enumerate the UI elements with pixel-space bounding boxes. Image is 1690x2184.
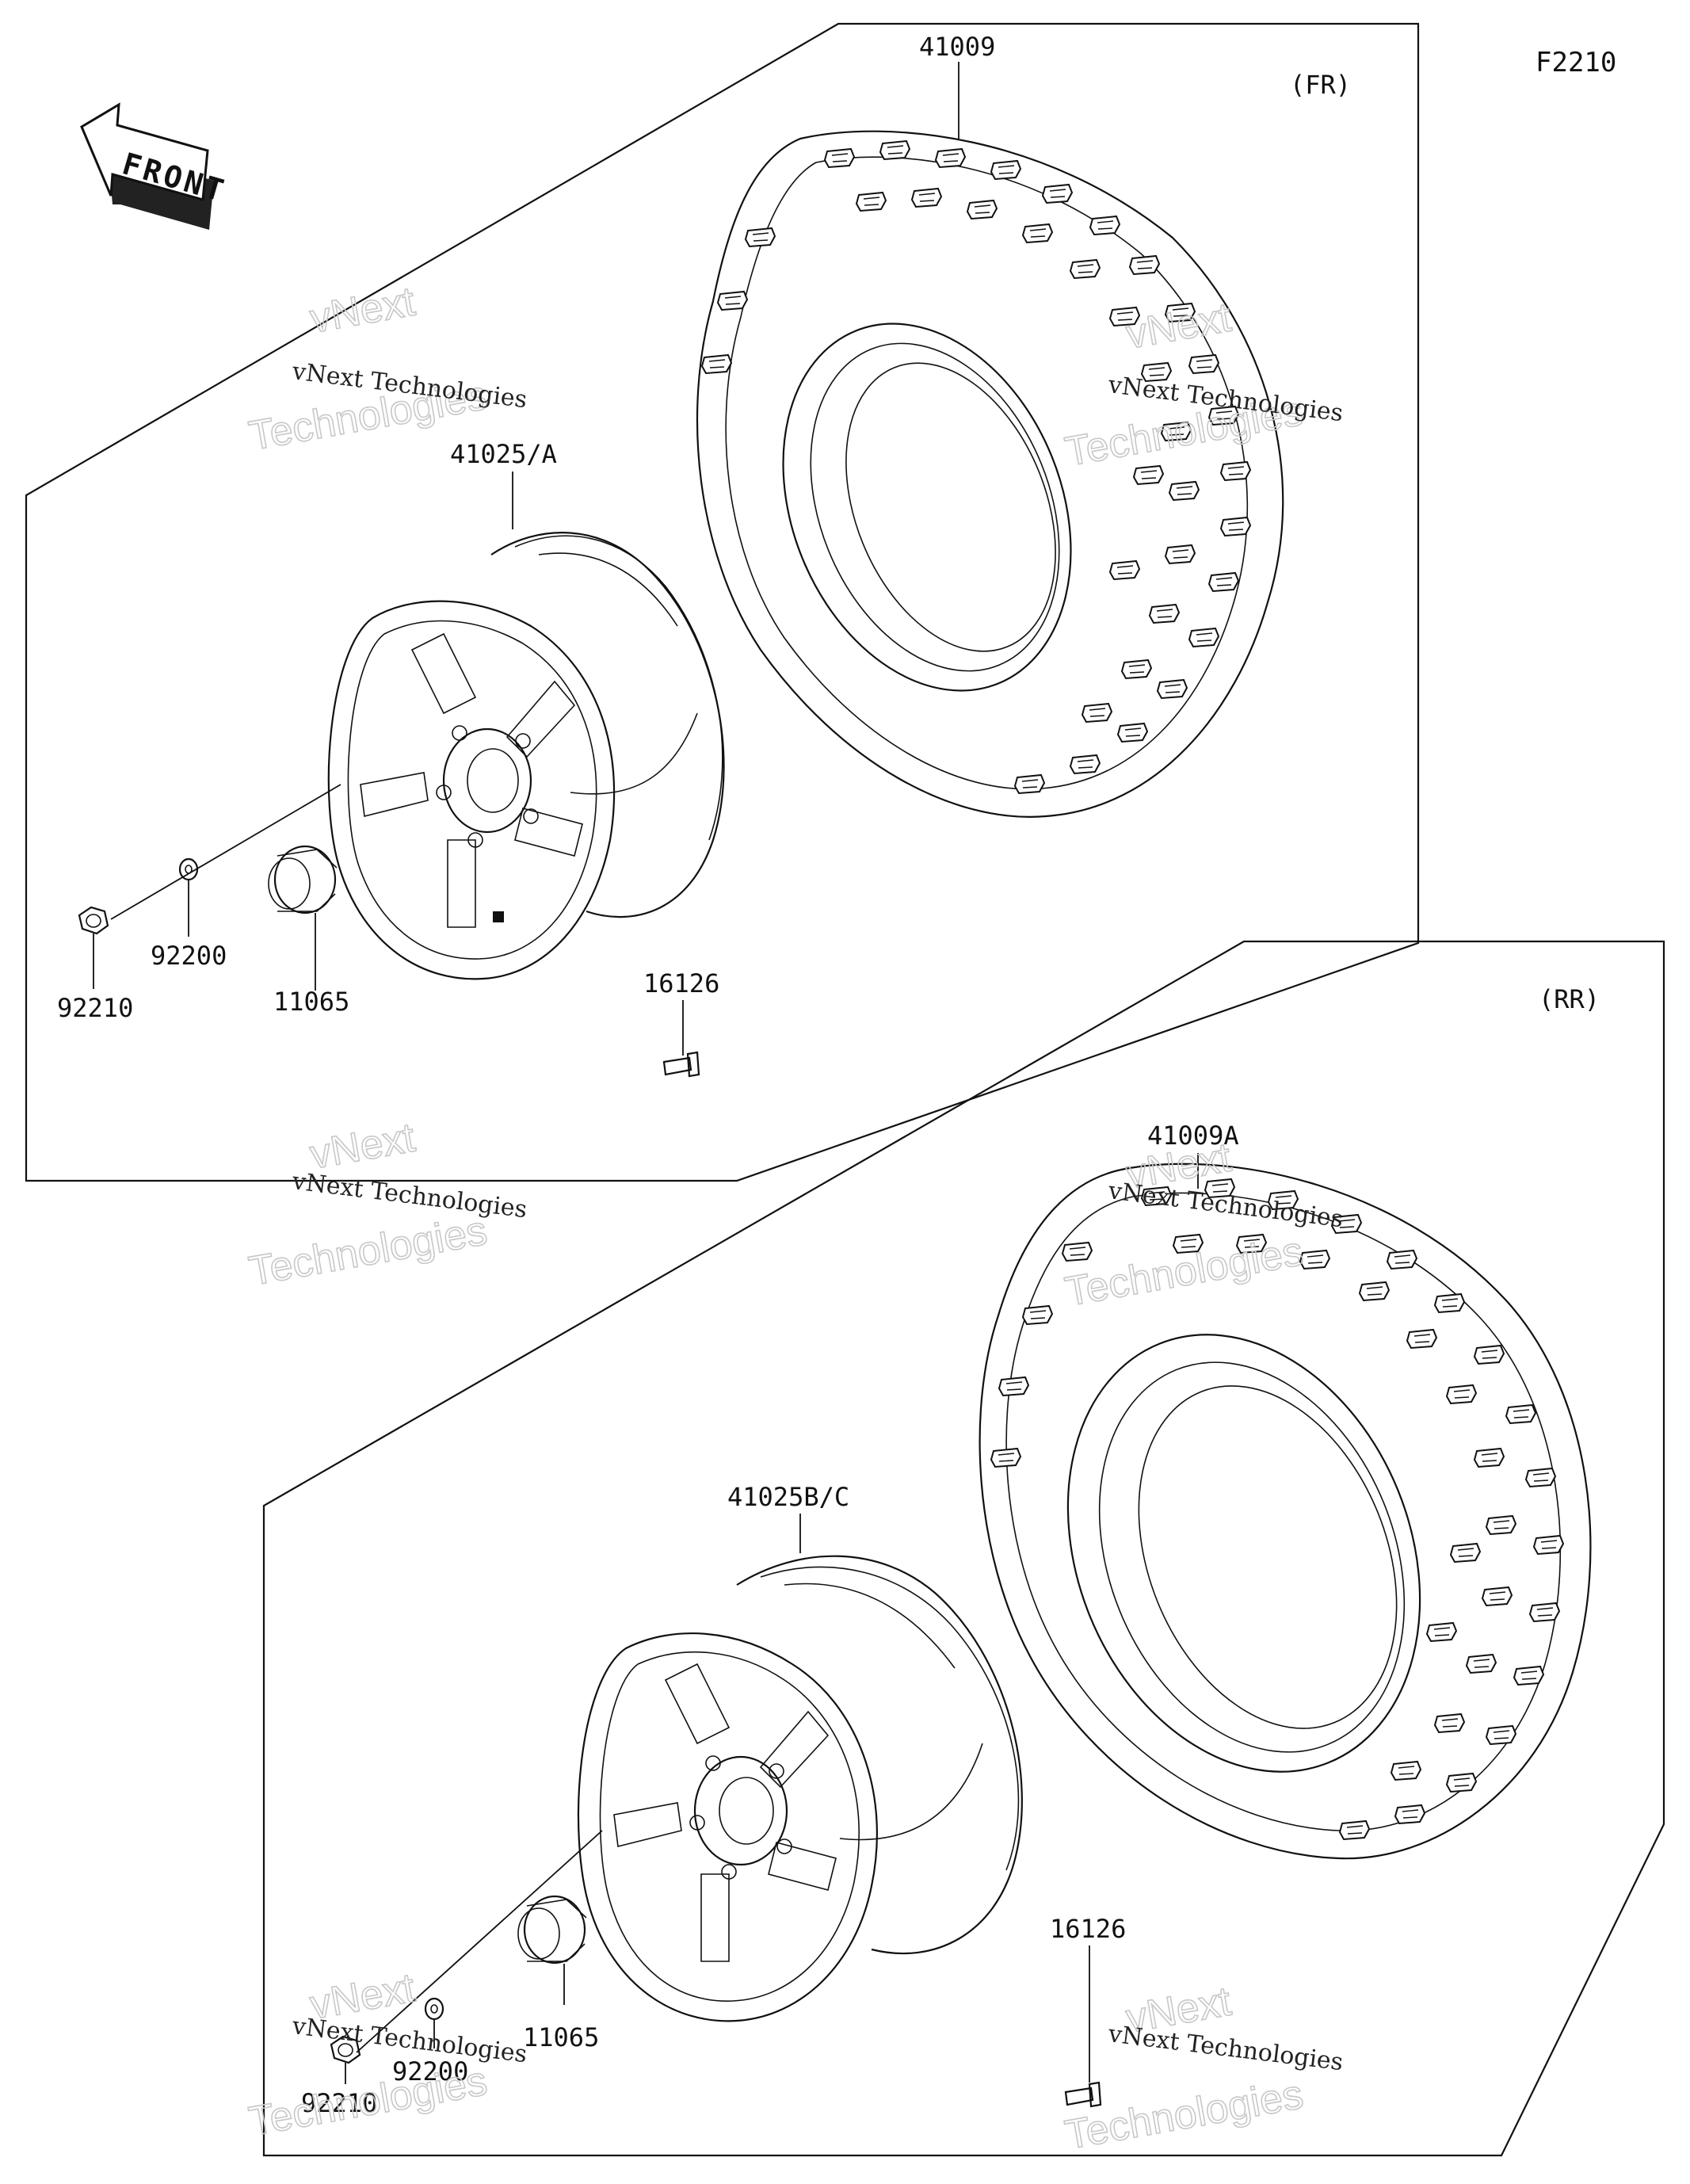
front-wheel-callout: 41025/A bbox=[450, 439, 557, 469]
svg-text:Technologies: Technologies bbox=[246, 2058, 490, 2145]
rear-tire bbox=[979, 1163, 1592, 1860]
svg-text:vNext: vNext bbox=[1123, 295, 1235, 358]
rear-lug-nut bbox=[330, 2035, 361, 2064]
rear-section: (RR) bbox=[262, 940, 1665, 2157]
front-tire-bead-inner bbox=[810, 342, 1060, 672]
rear-tire-bead-inner bbox=[1098, 1361, 1406, 1753]
front-nut-callout: 92210 bbox=[57, 993, 133, 1023]
watermark-6: vNext Technologies vNext Technologies bbox=[1061, 1978, 1345, 2159]
watermark-4: vNext Technologies vNext Technologies bbox=[1061, 1134, 1345, 1316]
front-tire-tread bbox=[701, 140, 1251, 794]
front-wheel bbox=[327, 532, 725, 980]
svg-text:vNext Technologies: vNext Technologies bbox=[1106, 2020, 1345, 2076]
front-section: (FR) bbox=[25, 22, 1420, 1182]
front-hub-cap bbox=[268, 845, 338, 914]
rear-washer bbox=[424, 1997, 444, 2021]
watermark-2: vNext Technologies vNext Technologies bbox=[1061, 294, 1345, 476]
front-arrow-icon: FRONT bbox=[80, 102, 231, 230]
front-section-label: (FR) bbox=[1290, 70, 1351, 100]
rear-section-label: (RR) bbox=[1539, 984, 1600, 1014]
svg-text:vNext: vNext bbox=[307, 1115, 419, 1178]
front-lug-nut bbox=[78, 906, 109, 935]
rear-valve-stem bbox=[1064, 2081, 1102, 2108]
svg-text:vNext: vNext bbox=[307, 279, 419, 342]
svg-text:vNext Technologies: vNext Technologies bbox=[290, 1167, 528, 1224]
rear-nut-callout: 92210 bbox=[301, 2088, 377, 2118]
front-tire-callout: 41009 bbox=[919, 32, 995, 62]
front-section-border bbox=[25, 22, 1420, 1182]
rear-wheel bbox=[577, 1555, 1023, 2022]
rear-valve-callout: 16126 bbox=[1050, 1914, 1126, 1944]
rear-wheel-rim-face bbox=[577, 1632, 878, 2022]
front-washer-callout: 92200 bbox=[151, 941, 227, 971]
rear-wheel-callout: 41025B/C bbox=[727, 1482, 849, 1512]
front-cap-callout: 11065 bbox=[273, 987, 349, 1017]
rear-section-border bbox=[262, 940, 1665, 2157]
svg-text:Technologies: Technologies bbox=[246, 1208, 490, 1295]
rear-cap-callout: 11065 bbox=[523, 2022, 599, 2052]
front-tire-bead-outer bbox=[782, 323, 1072, 692]
front-valve-stem bbox=[662, 1051, 700, 1078]
watermark-3: vNext Technologies vNext Technologies bbox=[245, 1114, 528, 1296]
rear-tire-bead-outer bbox=[1066, 1334, 1421, 1773]
rear-hub-cap bbox=[517, 1895, 587, 1964]
front-wheel-rim-face bbox=[327, 600, 616, 980]
front-valve-callout: 16126 bbox=[643, 968, 719, 998]
rear-tire-callout: 41009A bbox=[1147, 1121, 1239, 1151]
front-tire bbox=[696, 130, 1284, 818]
watermark-5: vNext Technologies vNext Technologies bbox=[245, 1964, 528, 2146]
rear-washer-callout: 92200 bbox=[392, 2056, 468, 2087]
diagram-code: F2210 bbox=[1535, 47, 1616, 78]
watermark-1: vNext Technologies vNext Technologies bbox=[245, 278, 528, 460]
